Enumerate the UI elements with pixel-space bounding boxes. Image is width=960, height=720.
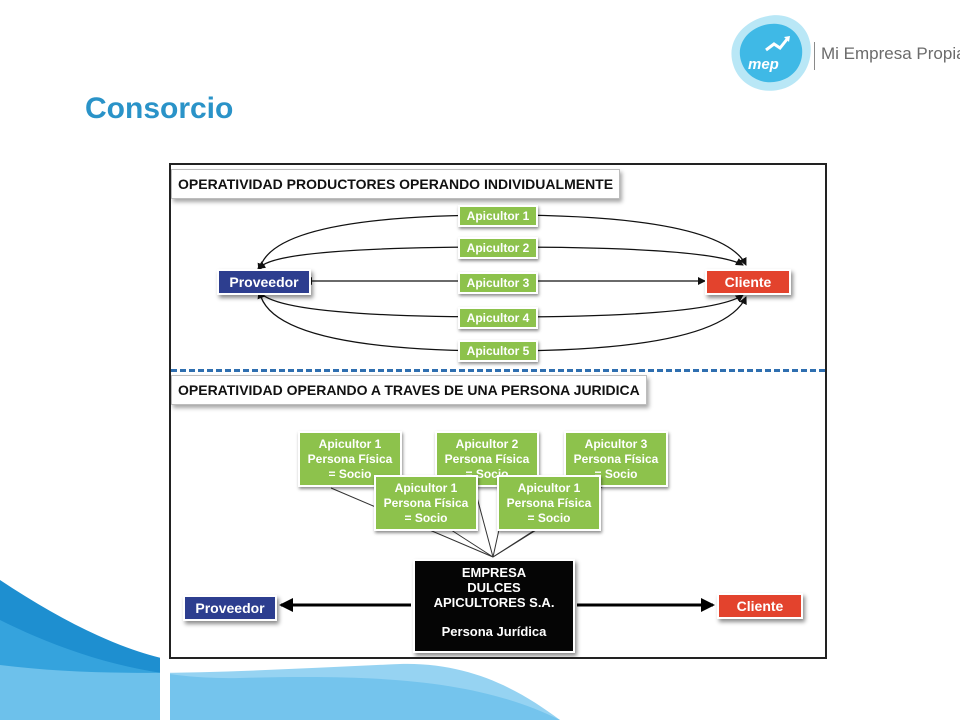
company-legal-type: Persona Jurídica: [441, 624, 547, 639]
partner-type: Persona Física: [506, 496, 592, 510]
logo-mark: mep: [748, 56, 779, 73]
producer-box-1: Apicultor 1: [458, 205, 538, 227]
client-box-bottom: Cliente: [717, 593, 803, 619]
partner-role: = Socio: [527, 511, 571, 525]
producer-box-4: Apicultor 4: [458, 307, 538, 329]
logo-blob-icon: [731, 15, 811, 91]
logo: mep Mi Empresa Propia: [728, 10, 960, 94]
partner-type: Persona Física: [383, 496, 469, 510]
section-header-legal-entity: OPERATIVIDAD OPERANDO A TRAVES DE UNA PE…: [171, 375, 647, 405]
logo-divider: [814, 42, 815, 70]
producer-box-2: Apicultor 2: [458, 237, 538, 259]
section-separator: [171, 369, 825, 372]
diagram-frame: OPERATIVIDAD PRODUCTORES OPERANDO INDIVI…: [169, 163, 827, 659]
trend-arrow-icon: [765, 37, 790, 52]
partner-role: = Socio: [404, 511, 448, 525]
partner-name: Apicultor 3: [584, 437, 648, 451]
provider-box-top: Proveedor: [217, 269, 311, 295]
company-line-2: DULCES: [467, 580, 521, 595]
slide-title: Consorcio: [85, 92, 234, 125]
company-box: EMPRESA DULCES APICULTORES S.A. Persona …: [413, 559, 575, 653]
partner-type: Persona Física: [573, 452, 659, 466]
partner-role: = Socio: [328, 467, 372, 481]
producer-box-3: Apicultor 3: [458, 272, 538, 294]
partner-box-front-2: Apicultor 1 Persona Física = Socio: [497, 475, 601, 531]
partner-box-front-1: Apicultor 1 Persona Física = Socio: [374, 475, 478, 531]
partner-name: Apicultor 2: [455, 437, 519, 451]
logo-brand-text: Mi Empresa Propia: [821, 44, 960, 63]
partner-name: Apicultor 1: [394, 481, 458, 495]
decorative-wave: [0, 580, 560, 720]
producer-box-5: Apicultor 5: [458, 340, 538, 362]
company-line-3: APICULTORES S.A.: [433, 595, 555, 610]
company-line-1: EMPRESA: [461, 565, 527, 580]
partner-box-back-1: Apicultor 1 Persona Física = Socio: [298, 431, 402, 487]
partner-name: Apicultor 1: [517, 481, 581, 495]
provider-box-bottom: Proveedor: [183, 595, 277, 621]
partner-name: Apicultor 1: [318, 437, 382, 451]
partner-role: = Socio: [594, 467, 638, 481]
section-header-individual: OPERATIVIDAD PRODUCTORES OPERANDO INDIVI…: [171, 169, 621, 199]
partner-type: Persona Física: [444, 452, 530, 466]
partner-type: Persona Física: [307, 452, 393, 466]
client-box-top: Cliente: [705, 269, 791, 295]
